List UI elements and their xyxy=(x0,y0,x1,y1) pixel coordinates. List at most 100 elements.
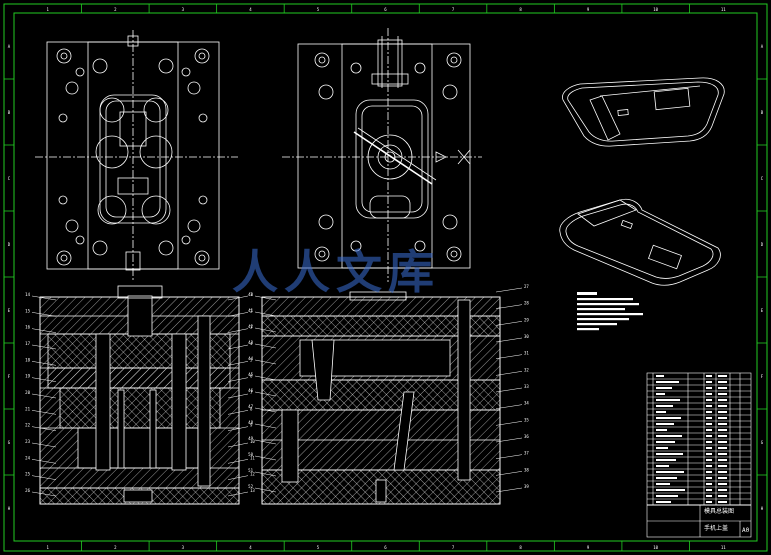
leader-line xyxy=(495,454,523,459)
leader-line xyxy=(227,442,249,448)
callout-number: 6 xyxy=(250,374,253,379)
leader-line xyxy=(254,359,277,365)
leader-line xyxy=(495,471,523,476)
parts-row-text xyxy=(656,441,675,443)
leader-line xyxy=(254,375,277,381)
zone-letter: B xyxy=(761,110,764,115)
parts-row-qty xyxy=(706,447,712,449)
zone-number: 11 xyxy=(721,7,726,12)
zone-number: 1 xyxy=(47,7,50,12)
parts-row-qty xyxy=(706,423,712,425)
leader-line xyxy=(227,426,249,431)
parts-row-material xyxy=(718,447,727,449)
callout-number: 4 xyxy=(250,341,253,346)
callout-number: 40 xyxy=(248,292,253,297)
callout-number: 52 xyxy=(248,484,253,489)
callout-number: 11 xyxy=(250,455,255,460)
zone-letter: G xyxy=(761,440,764,445)
zone-number: 3 xyxy=(182,7,185,12)
parts-row-qty xyxy=(706,411,712,413)
parts-row-qty xyxy=(706,435,712,437)
callouts-left: 1234567891011121314151617181920212223242… xyxy=(25,292,255,497)
zone-letter: A xyxy=(8,44,11,49)
parts-row-qty xyxy=(706,477,712,479)
callout-number: 26 xyxy=(25,488,30,493)
parts-row-material xyxy=(718,477,727,479)
callout-number: 18 xyxy=(25,357,30,362)
parts-row-text xyxy=(656,405,673,407)
callout-number: 22 xyxy=(25,423,30,428)
callout-number: 3 xyxy=(250,325,253,330)
leader-line xyxy=(495,287,523,293)
parts-row-text xyxy=(656,429,667,431)
callout-number: 45 xyxy=(248,372,253,377)
callout-number: 47 xyxy=(248,404,253,409)
leader-line xyxy=(495,321,523,326)
zone-letter: F xyxy=(761,374,764,379)
parts-row-material xyxy=(718,375,727,377)
bolt-holes-right xyxy=(314,52,462,262)
leader-line xyxy=(227,361,249,366)
parts-row-qty xyxy=(706,489,712,491)
callout-number: 36 xyxy=(524,434,529,439)
leader-line xyxy=(227,295,249,301)
leader-line xyxy=(254,295,277,301)
callout-number: 19 xyxy=(25,374,30,379)
zone-letter: B xyxy=(8,110,11,115)
leader-line xyxy=(31,426,57,431)
parts-row-material xyxy=(718,429,727,431)
parts-row-material xyxy=(718,393,727,395)
callout-number: 10 xyxy=(250,439,255,444)
parts-row-qty xyxy=(706,459,712,461)
zone-number: 5 xyxy=(317,545,320,550)
zone-number: 2 xyxy=(114,545,117,550)
section-view-b xyxy=(261,291,501,505)
callout-number: 35 xyxy=(524,417,529,422)
moving-mold-plan-view xyxy=(282,28,482,282)
zone-number: 3 xyxy=(182,545,185,550)
callout-number: 21 xyxy=(25,406,30,411)
leader-line xyxy=(31,491,57,497)
parts-row-qty xyxy=(706,429,712,431)
zone-number: 8 xyxy=(519,545,522,550)
zone-letter: E xyxy=(761,308,764,313)
parts-row-text xyxy=(656,501,671,503)
parts-row-text xyxy=(656,483,670,485)
callout-number: 14 xyxy=(25,292,30,297)
parts-list xyxy=(646,372,752,538)
callout-number: 7 xyxy=(250,390,253,395)
callout-number: 20 xyxy=(25,390,30,395)
parts-row-qty xyxy=(706,441,712,443)
callouts-right: 2728293031323334353637383940414243444546… xyxy=(248,284,529,493)
parts-row-material xyxy=(718,495,727,497)
zone-letter: G xyxy=(8,440,11,445)
callout-number: 42 xyxy=(248,324,253,329)
leader-line xyxy=(227,475,249,480)
parts-row-text xyxy=(656,417,681,419)
parts-row-text xyxy=(656,495,678,497)
parts-row-qty xyxy=(706,417,712,419)
parts-row-qty xyxy=(706,453,712,455)
parts-row-text xyxy=(656,477,677,479)
callout-number: 32 xyxy=(524,367,529,372)
zone-number: 2 xyxy=(114,7,117,12)
parts-row-material xyxy=(718,435,727,437)
callout-number: 49 xyxy=(248,436,253,441)
zone-number: 4 xyxy=(249,7,252,12)
parts-row-text xyxy=(656,435,682,437)
leader-line xyxy=(227,393,249,399)
leader-line xyxy=(495,304,523,309)
parts-row-material xyxy=(718,405,727,407)
leader-line xyxy=(31,312,57,317)
leader-line xyxy=(31,410,57,415)
callout-number: 17 xyxy=(25,341,30,346)
sheet-number: A0 xyxy=(742,527,750,534)
callout-number: 38 xyxy=(524,467,529,472)
callout-number: 5 xyxy=(250,357,253,362)
parts-row-text xyxy=(656,399,680,401)
zone-number: 11 xyxy=(721,545,726,550)
parts-row-qty xyxy=(706,495,712,497)
zone-number: 9 xyxy=(587,545,590,550)
parts-row-qty xyxy=(706,483,712,485)
